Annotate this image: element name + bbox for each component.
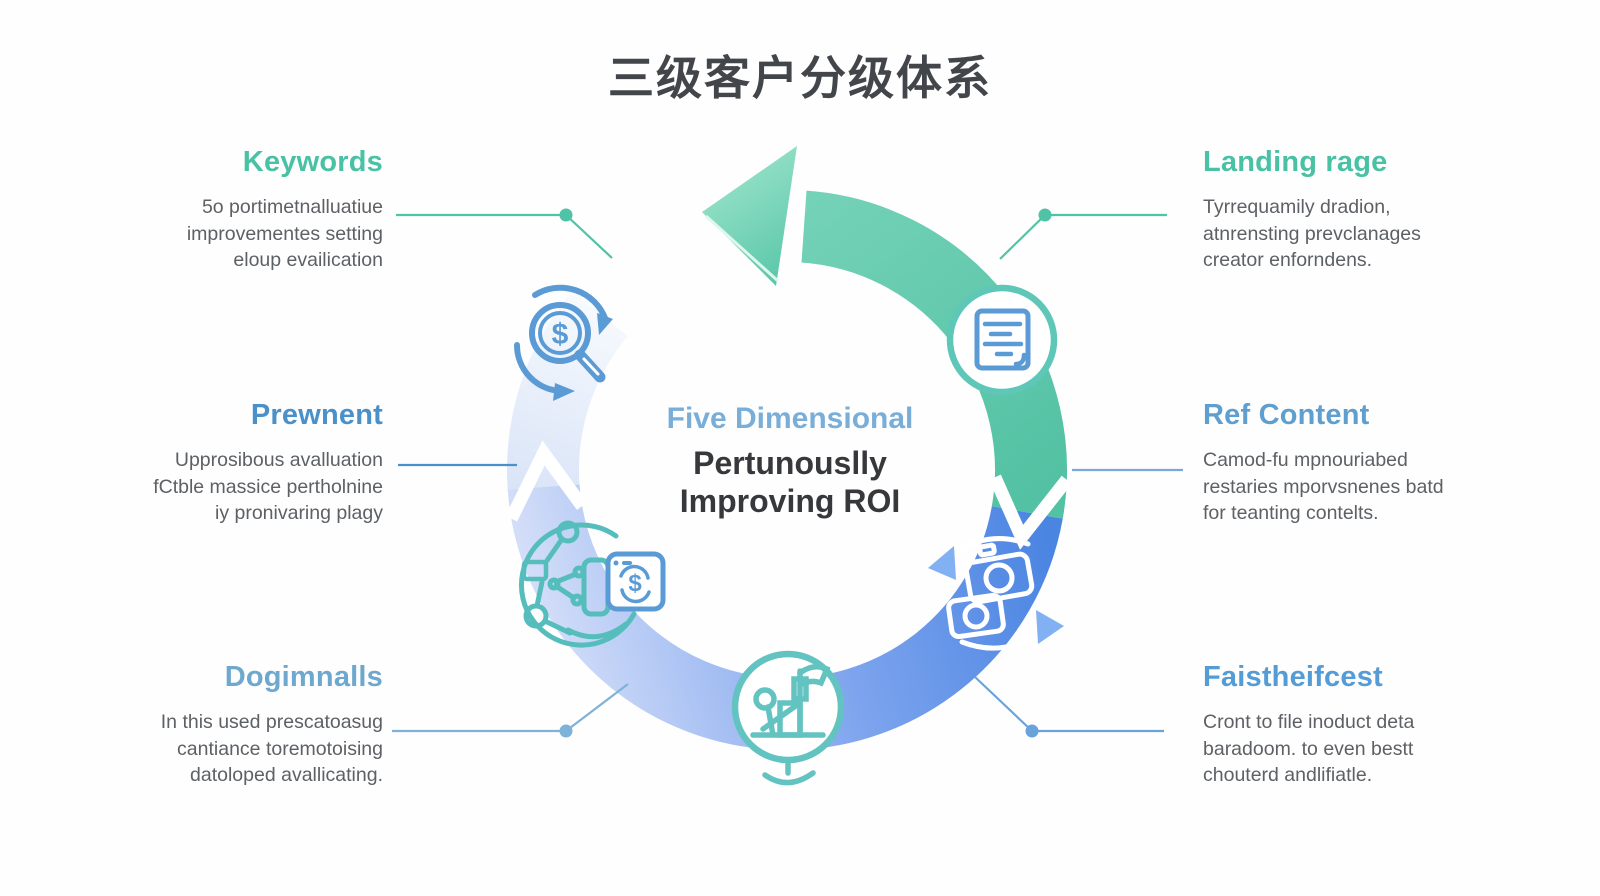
- cycle-arrow-highlight: [704, 214, 780, 283]
- chevron-gap-right: [988, 474, 1072, 550]
- chevron-gap-left: [505, 440, 588, 522]
- section-text-line: iy pronivaring plagy: [214, 502, 383, 524]
- section-landing-page: Landing rage Tyrrequamily dradion, atnre…: [1203, 146, 1493, 274]
- section-text-line: improvementes setting: [186, 222, 383, 245]
- section-dogimnalls: Dogimnalls In this used prescatoasug can…: [93, 661, 383, 789]
- section-heading: Landing rage: [1203, 146, 1388, 178]
- dollar-glyph: $: [628, 570, 642, 597]
- center-subtitle: Five Dimensional: [666, 402, 914, 435]
- cycle-arrow-icon: [702, 146, 797, 286]
- section-text-line: restaries mporvsnenes batd: [1203, 475, 1444, 498]
- section-text-line: In this used prescatoasug: [160, 711, 383, 733]
- center-text-block: Five Dimensional Pertunouslly Improving …: [615, 402, 965, 520]
- section-heading: Keywords: [242, 146, 383, 178]
- section-text-line: Tyrrequamily dradion,: [1203, 196, 1391, 218]
- sync-transfer-icon: [920, 522, 1070, 662]
- section-text-line: fCtble massice pertholnine: [153, 475, 383, 498]
- center-title-line2: Improving ROI: [679, 483, 901, 519]
- section-text-line: creator enforndens.: [1203, 249, 1373, 271]
- analytics-network-icon: $: [512, 518, 667, 658]
- section-text-line: Cront to file inoduct deta: [1203, 711, 1415, 733]
- section-heading: Faistheifcest: [1203, 661, 1383, 693]
- document-icon: [944, 282, 1060, 398]
- section-text-line: Camod-fu mpnouriabed: [1203, 449, 1408, 471]
- connector-lines: [392, 208, 1183, 738]
- section-heading: Dogimnalls: [224, 661, 383, 693]
- center-title-line1: Pertunouslly: [693, 445, 887, 481]
- section-text-line: 5o portimetnalluatiue: [201, 196, 383, 218]
- page-title: 三级客户分级体系: [608, 52, 992, 104]
- section-keywords: Keywords 5o portimetnalluatiue improveme…: [93, 146, 383, 274]
- section-heading: Prewnent: [250, 399, 383, 431]
- connector-keywords: [396, 208, 613, 259]
- section-faistheifcest: Faistheifcest Cront to file inoduct deta…: [1203, 661, 1493, 789]
- arrow-tip: [1036, 610, 1064, 644]
- section-text-line: eloup evailication: [233, 249, 383, 271]
- section-text-line: atnrensting prevclanages: [1203, 222, 1421, 245]
- dollar-glyph: $: [552, 318, 569, 351]
- connector-faistheifcest: [974, 676, 1164, 738]
- section-text-line: baradoom. to even bestt: [1203, 737, 1414, 760]
- connector-dogimnalls: [392, 683, 629, 738]
- connector-landing: [999, 208, 1167, 260]
- arrow-tip: [597, 313, 613, 335]
- section-text-line: cantiance toremotoising: [177, 737, 383, 760]
- section-ref-content: Ref Content Camod-fu mpnouriabed restari…: [1203, 399, 1493, 527]
- milestone-flag-icon: [723, 645, 853, 795]
- money-search-icon: $: [505, 283, 630, 413]
- section-text-line: Upprosibous avalluation: [174, 449, 383, 471]
- arrow-tip: [928, 546, 956, 580]
- section-text-line: chouterd andlifiatle.: [1203, 764, 1373, 786]
- section-prewnent: Prewnent Upprosibous avalluation fCtble …: [93, 399, 383, 527]
- section-text-line: datoloped avallicating.: [190, 764, 383, 786]
- section-heading: Ref Content: [1203, 399, 1370, 431]
- section-text-line: for teanting contelts.: [1203, 502, 1379, 524]
- arrow-tip: [553, 383, 575, 401]
